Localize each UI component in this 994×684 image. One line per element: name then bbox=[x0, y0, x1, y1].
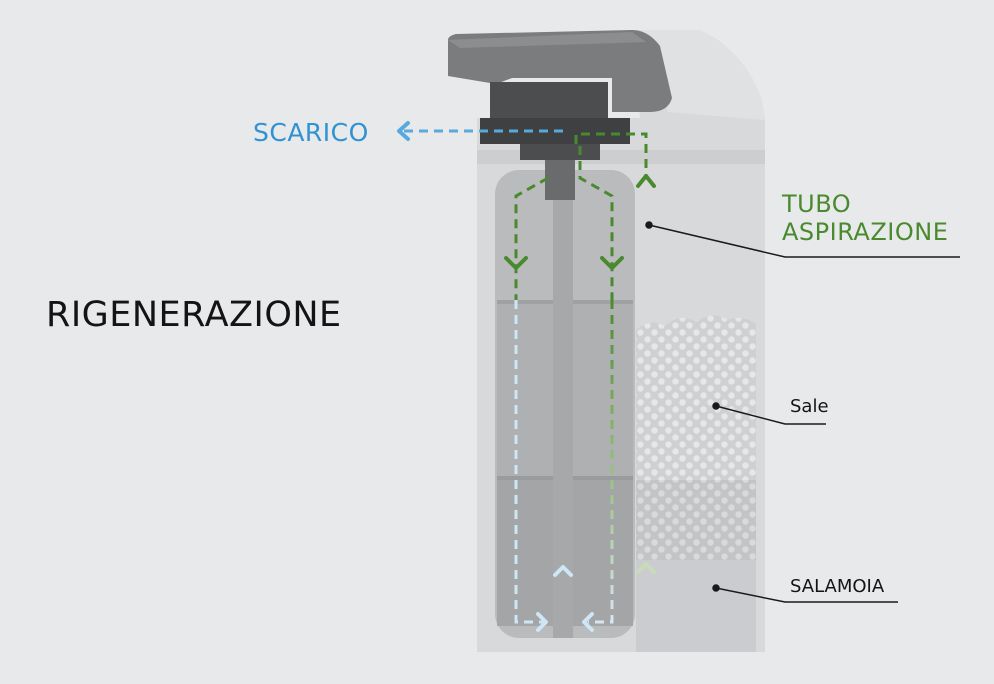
drain-flow-blue bbox=[404, 129, 565, 624]
drain-label: SCARICO bbox=[253, 118, 369, 147]
resin-column bbox=[495, 170, 635, 638]
diagram-title: RIGENERAZIONE bbox=[46, 295, 342, 335]
brine-label: SALAMOIA bbox=[790, 576, 885, 597]
leader-lines bbox=[645, 221, 960, 603]
suction-tube-label-line1: TUBO bbox=[782, 190, 852, 218]
brine-tank bbox=[636, 315, 756, 652]
valve-head bbox=[448, 30, 672, 200]
suction-tube-label: TUBO ASPIRAZIONE bbox=[782, 190, 948, 246]
drain-arrows bbox=[397, 121, 594, 632]
salt-label: Sale bbox=[790, 396, 829, 417]
suction-tube-label-line2: ASPIRAZIONE bbox=[782, 218, 949, 246]
suction-arrows bbox=[504, 174, 656, 574]
